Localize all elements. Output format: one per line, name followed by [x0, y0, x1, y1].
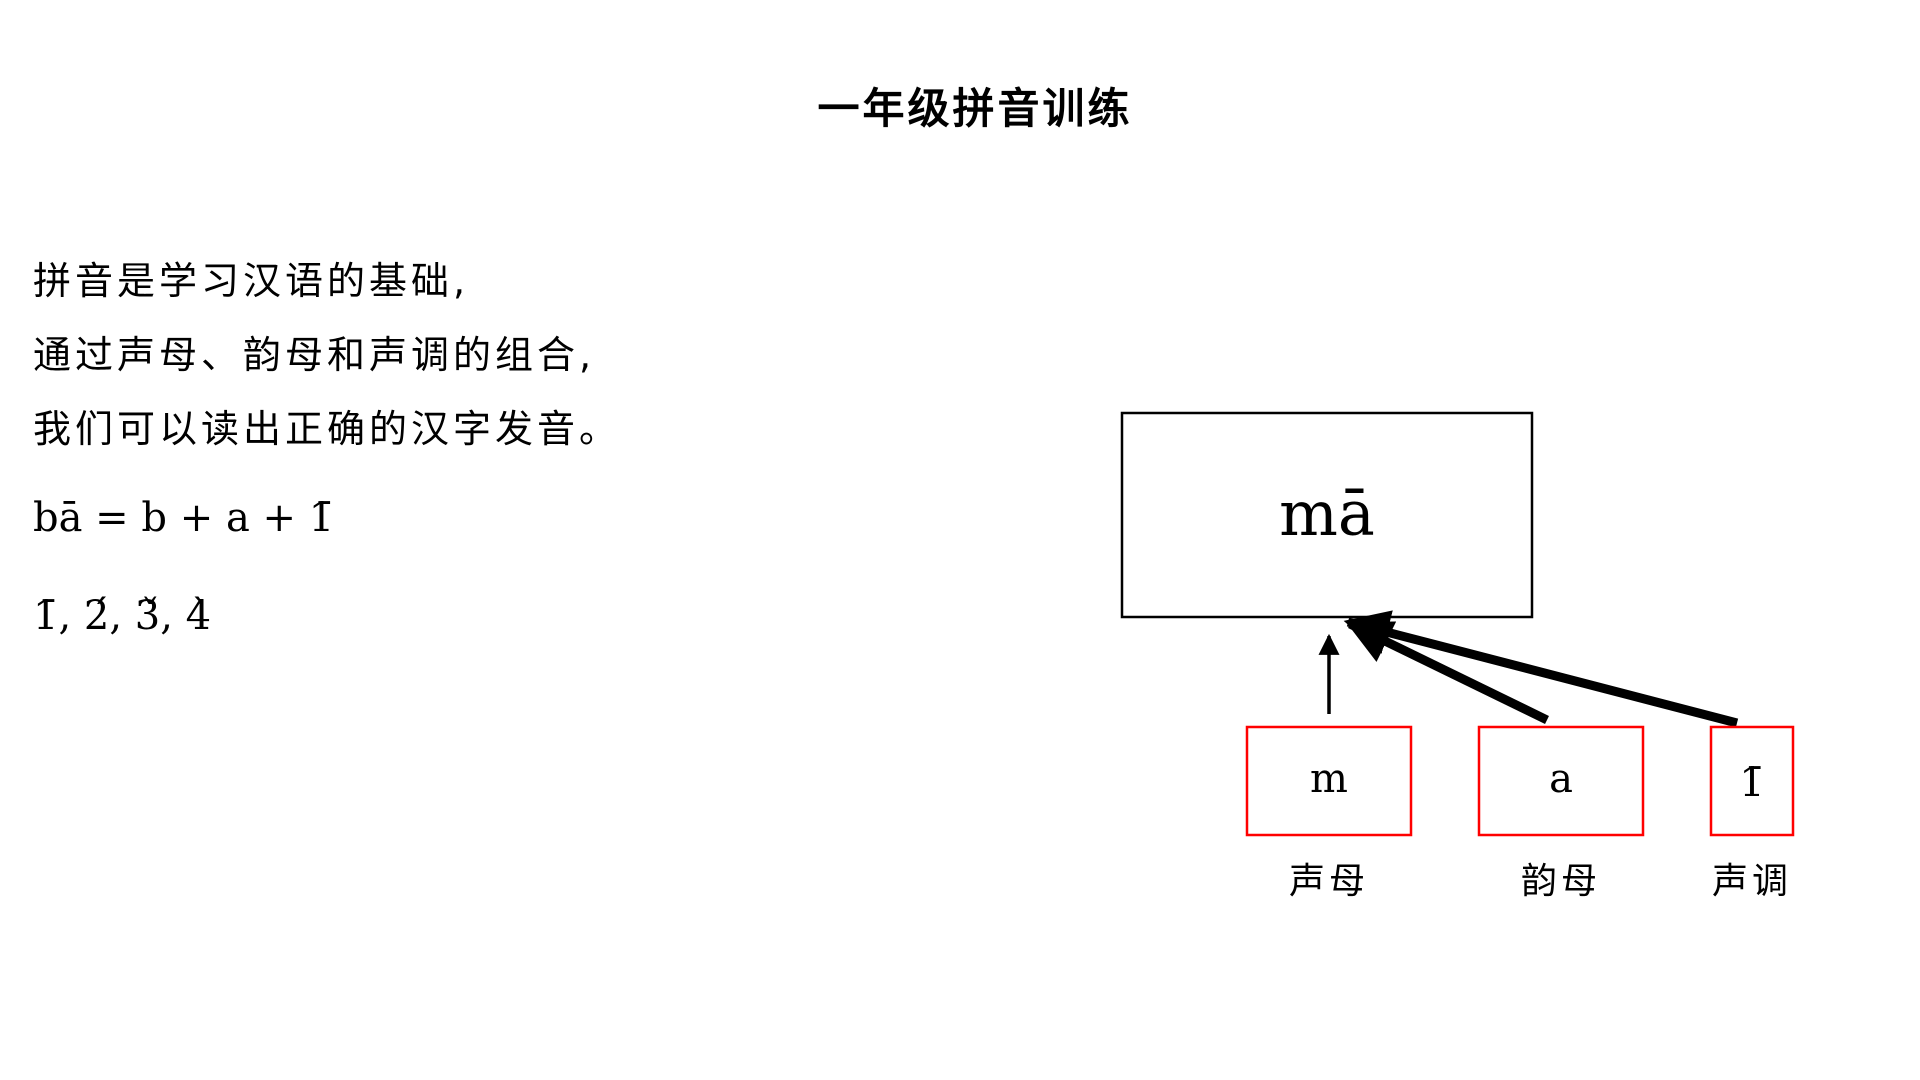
initial-text: m	[1310, 756, 1348, 802]
intro-paragraph: 拼音是学习汉语的基础, 通过声母、韵母和声调的组合, 我们可以读出正确的汉字发音…	[33, 244, 621, 466]
part-node-tone: 1̄	[1709, 725, 1795, 837]
result-text: mā	[1279, 477, 1375, 550]
label-final: 韵母	[1520, 861, 1601, 902]
tone-box	[1709, 725, 1795, 837]
intro-line-2: 通过声母、韵母和声调的组合,	[33, 333, 596, 377]
result-box	[1120, 411, 1534, 619]
intro-line-1: 拼音是学习汉语的基础,	[33, 259, 470, 303]
composition-formula: bā = b + a + 1̄	[33, 495, 335, 541]
final-text: a	[1549, 756, 1573, 802]
label-initial: 声母	[1288, 861, 1369, 902]
result-node: mā	[1120, 411, 1534, 619]
arrow-final	[1345, 619, 1549, 725]
tone-text: 1̄	[1739, 760, 1764, 806]
intro-line-3: 我们可以读出正确的汉字发音。	[33, 407, 622, 451]
initial-box	[1245, 725, 1413, 837]
part-node-initial: m	[1245, 725, 1413, 837]
tone-marks-list: 1̄, 2́, 3̌, 4̀	[33, 593, 212, 639]
part-node-final: a	[1477, 725, 1645, 837]
page-title: 一年级拼音训练	[817, 84, 1133, 133]
final-box	[1477, 725, 1645, 837]
label-tone: 声调	[1711, 861, 1792, 902]
arrow-tone	[1343, 610, 1739, 728]
